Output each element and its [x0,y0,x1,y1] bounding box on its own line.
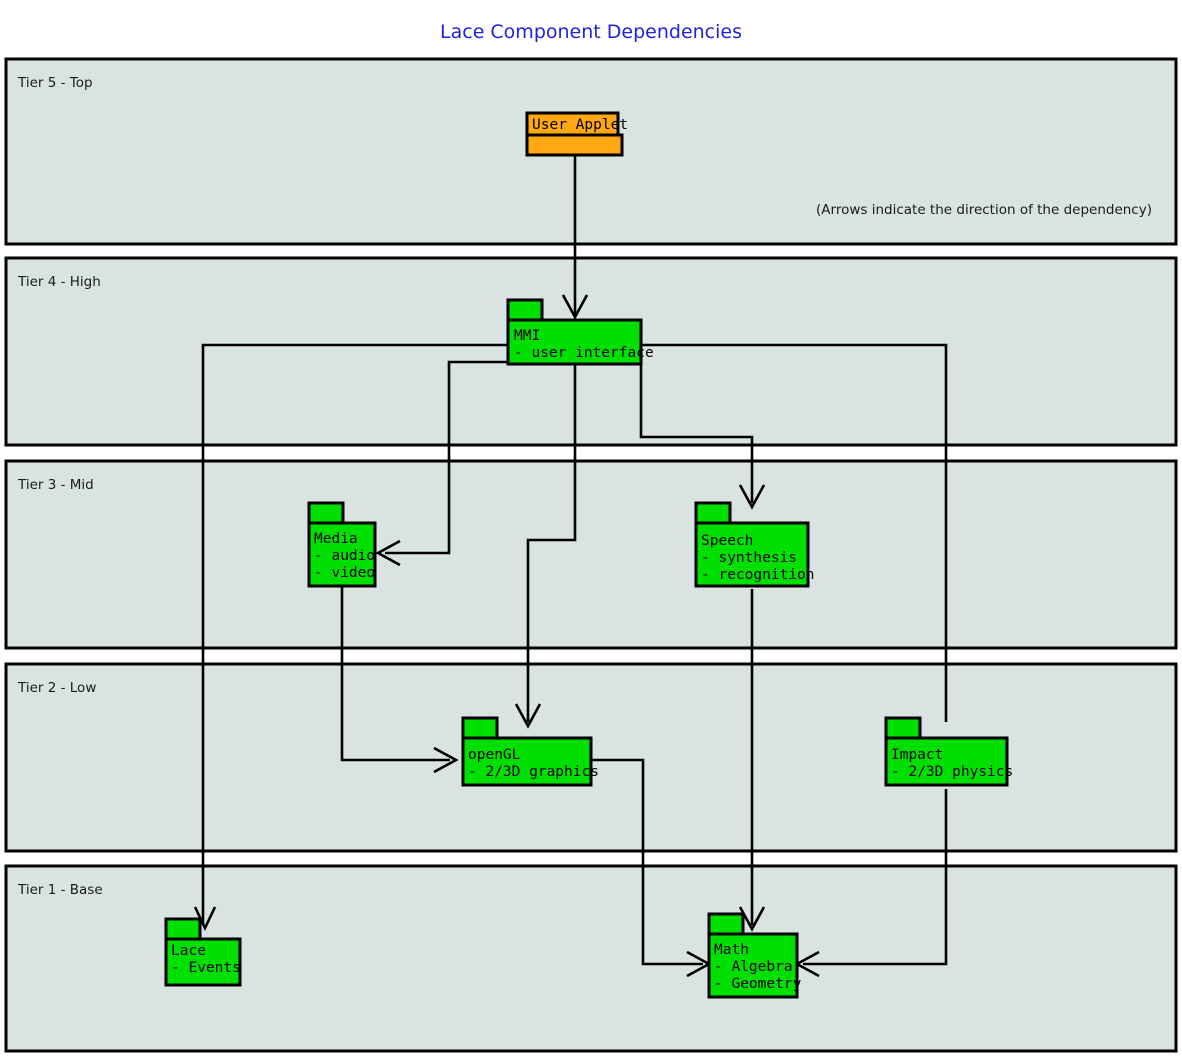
connector-mmi-to-opengl [514,364,577,729]
package-speech-detail-1: - synthesis [701,550,797,566]
package-user-applet[interactable]: User Applet [525,111,628,157]
package-speech-body [694,521,810,588]
package-impact-name: Impact [891,747,943,763]
package-mmi[interactable]: MMI - user interface [506,298,654,366]
arrows-direction-note: (Arrows indicate the direction of the de… [816,202,1152,218]
package-user-applet-body [525,133,624,157]
package-media[interactable]: Media - audio - video [307,501,377,588]
package-math-detail-1: - Algebra [714,959,793,975]
connector-user-applet-to-mmi [561,155,589,320]
package-media-body [307,521,377,588]
tier-label-tier5: Tier 5 - Top [17,75,93,91]
package-opengl-body [461,736,593,787]
tier-band-tier3 [4,459,1178,650]
package-user-applet-name: User Applet [532,117,628,133]
package-math-detail-2: - Geometry [714,976,802,992]
package-lace[interactable]: Lace - Events [164,917,242,987]
connector-mmi-to-media [375,360,508,567]
tier-label-tier2: Tier 2 - Low [17,680,96,696]
tier-label-tier3: Tier 3 - Mid [17,477,94,493]
package-impact-body [884,736,1009,787]
package-lace-detail-1: - Events [171,960,241,976]
package-media-detail-1: - audio [314,548,375,564]
tier-label-tier4: Tier 4 - High [17,274,101,290]
connector-mmi-to-speech [639,364,766,510]
package-opengl[interactable]: openGL - 2/3D graphics [461,716,599,787]
package-lace-body [164,937,242,987]
package-math-body [707,932,799,999]
package-media-detail-2: - video [314,565,375,581]
package-mmi-detail-1: - user interface [514,345,654,361]
connector-media-to-opengl [340,586,459,774]
package-opengl-name: openGL [468,747,521,763]
package-impact-detail-1: - 2/3D physics [891,764,1013,780]
package-math-name: Math [714,942,749,958]
package-mmi-body [506,318,643,366]
package-speech-detail-2: - recognition [701,567,815,583]
package-speech[interactable]: Speech - synthesis - recognition [694,501,815,588]
connector-mmi-to-math [641,343,948,722]
diagram-title: Lace Component Dependencies [440,21,742,43]
package-opengl-detail-1: - 2/3D graphics [468,764,599,780]
package-lace-name: Lace [171,943,206,959]
connector-mmi-to-lace [193,343,508,932]
package-speech-name: Speech [701,533,753,549]
package-media-name: Media [314,531,358,547]
tier-label-tier1: Tier 1 - Base [17,882,103,898]
package-mmi-name: MMI [514,328,540,344]
package-impact[interactable]: Impact - 2/3D physics [884,716,1013,787]
package-math[interactable]: Math - Algebra - Geometry [707,912,802,999]
